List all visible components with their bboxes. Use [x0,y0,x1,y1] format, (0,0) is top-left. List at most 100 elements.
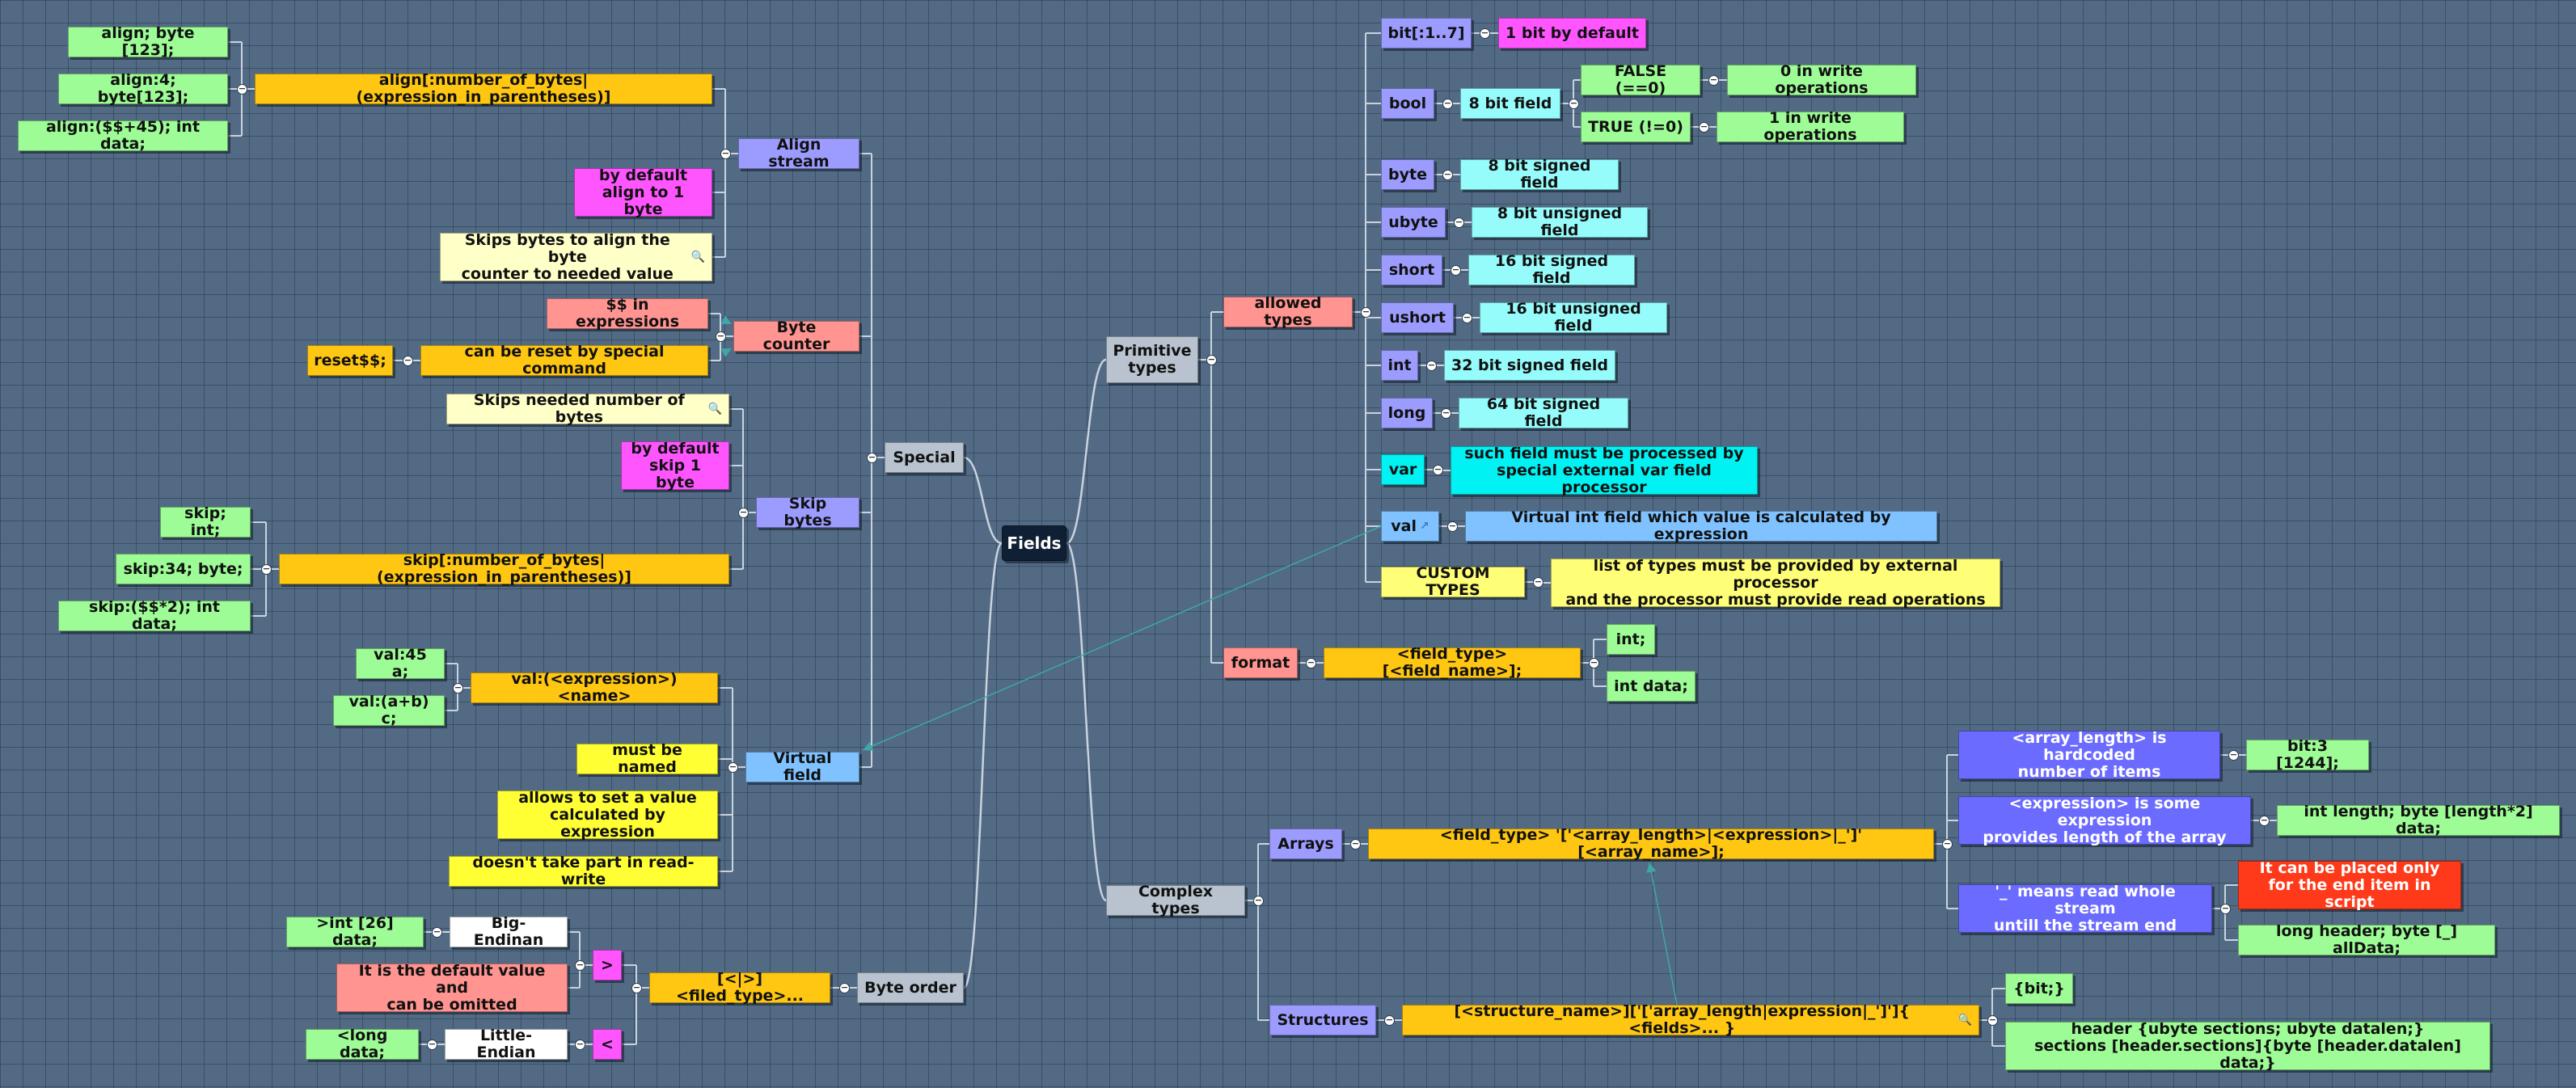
skip-example-2[interactable]: skip:34; byte; [116,554,251,584]
array-stream-note-node[interactable]: It can be placed only for the end item i… [2238,859,2461,910]
big-endian-node[interactable]: Big-Endinan [450,915,568,949]
collapse-toggle-icon[interactable]: − [1447,521,1458,532]
primitive-types-node[interactable]: Primitive types [1106,336,1198,383]
collapse-toggle-icon[interactable]: − [1306,657,1316,668]
collapse-toggle-icon[interactable]: − [575,1039,585,1050]
collapse-toggle-icon[interactable]: − [1433,464,1443,475]
array-expression-example[interactable]: int length; byte [length*2] data; [2277,803,2560,837]
collapse-toggle-icon[interactable]: − [1569,98,1579,109]
bit-desc-node[interactable]: 1 bit by default [1498,18,1646,48]
link-arrow-icon[interactable]: ↗ [1420,519,1429,533]
root-node[interactable]: Fields [1002,525,1066,561]
collapse-toggle-icon[interactable]: − [867,452,877,463]
collapse-toggle-icon[interactable]: − [1442,169,1453,180]
align-example-3[interactable]: align:($$+45); int data; [18,119,228,153]
collapse-toggle-icon[interactable]: − [403,355,413,366]
type-int-node[interactable]: int [1381,350,1418,381]
short-desc-node[interactable]: 16 bit signed field [1468,253,1635,287]
virtual-field-allows-node[interactable]: allows to set a value calculated by expr… [497,789,718,840]
align-example-1[interactable]: align; byte [123]; [68,25,228,59]
skip-example-1[interactable]: skip; int; [160,505,251,539]
virtual-field-syntax-node[interactable]: val:(<expression>) <name> [471,671,718,705]
byte-counter-reset-node[interactable]: can be reset by special command [420,344,708,377]
type-long-node[interactable]: long [1381,398,1433,428]
big-endian-example[interactable]: >int [26] data; [286,915,424,949]
align-desc-node[interactable]: Skips bytes to align the byte counter to… [440,231,712,282]
align-example-2[interactable]: align:4; byte[123]; [58,72,228,106]
collapse-toggle-icon[interactable]: − [2259,815,2270,826]
collapse-toggle-icon[interactable]: − [432,926,442,938]
array-length-example[interactable]: bit:3 [1244]; [2246,738,2369,772]
byte-order-node[interactable]: Byte order [857,972,964,1003]
collapse-toggle-icon[interactable]: − [1361,306,1371,318]
little-endian-symbol-node[interactable]: < [593,1029,622,1060]
collapse-toggle-icon[interactable]: − [1699,121,1709,133]
collapse-toggle-icon[interactable]: − [1451,264,1461,276]
format-node[interactable]: format [1223,647,1298,678]
magnifier-icon[interactable]: 🔍 [707,402,722,415]
struct-example-1[interactable]: {bit;} [2005,973,2073,1004]
format-example-2[interactable]: int data; [1607,671,1696,702]
arrays-node[interactable]: Arrays [1269,829,1342,859]
collapse-toggle-icon[interactable]: − [1589,657,1599,668]
type-val-node[interactable]: val↗ [1381,511,1439,542]
collapse-toggle-icon[interactable]: − [261,563,272,575]
bool-false-node[interactable]: FALSE (==0) [1581,63,1700,97]
collapse-toggle-icon[interactable]: − [1253,895,1264,906]
collapse-toggle-icon[interactable]: − [1426,360,1437,371]
virtual-field-example-2[interactable]: val:(a+b) c; [333,694,445,727]
type-bit-node[interactable]: bit[:1..7] [1381,18,1472,48]
magnifier-icon[interactable]: 🔍 [1957,1013,1972,1027]
byte-counter-expr-node[interactable]: $$ in expressions [547,297,708,331]
bool-true-desc-node[interactable]: 1 in write operations [1717,110,1904,144]
allowed-types-node[interactable]: allowed types [1223,295,1353,329]
default-order-node[interactable]: It is the default value and can be omitt… [336,962,568,1013]
format-example-1[interactable]: int; [1607,624,1655,655]
int-desc-node[interactable]: 32 bit signed field [1444,350,1615,381]
align-stream-node[interactable]: Align stream [738,137,859,171]
collapse-toggle-icon[interactable]: − [1384,1014,1395,1026]
virtual-field-example-1[interactable]: val:45 a; [356,647,445,681]
collapse-toggle-icon[interactable]: − [575,959,585,971]
collapse-toggle-icon[interactable]: − [453,682,463,694]
byte-counter-reset-example[interactable]: reset$$; [307,345,393,376]
type-bool-node[interactable]: bool [1381,88,1434,119]
collapse-toggle-icon[interactable]: − [1533,576,1543,588]
little-endian-example[interactable]: <long data; [306,1027,419,1061]
skip-example-3[interactable]: skip:($$*2); int data; [58,599,251,633]
bool-desc-node[interactable]: 8 bit field [1460,88,1560,119]
collapse-toggle-icon[interactable]: − [237,83,247,95]
structures-node[interactable]: Structures [1269,1005,1376,1035]
type-var-node[interactable]: var [1381,454,1425,485]
type-ushort-node[interactable]: ushort [1381,302,1454,333]
virtual-field-node[interactable]: Virtual field [745,750,859,784]
array-stream-desc-node[interactable]: '_' means read whole stream untill the s… [1958,883,2212,934]
skip-syntax-node[interactable]: skip[:number_of_bytes|(expression_in_par… [279,552,729,586]
complex-types-node[interactable]: Complex types [1106,883,1245,917]
collapse-toggle-icon[interactable]: − [728,761,738,773]
structures-desc-node[interactable]: [<structure_name>]['['array_length|expre… [1402,1003,1979,1037]
type-ubyte-node[interactable]: ubyte [1381,207,1446,238]
big-endian-symbol-node[interactable]: > [593,950,622,980]
magnifier-icon[interactable]: 🔍 [690,250,705,264]
byte-order-syntax-node[interactable]: [<|>]<filed_type>... [649,971,830,1005]
type-short-node[interactable]: short [1381,255,1442,285]
bool-false-desc-node[interactable]: 0 in write operations [1727,63,1916,97]
collapse-toggle-icon[interactable]: − [1708,74,1719,86]
special-node[interactable]: Special [885,442,964,473]
little-endian-node[interactable]: Little-Endian [445,1027,568,1061]
collapse-toggle-icon[interactable]: − [2228,749,2239,761]
arrays-desc-node[interactable]: <field_type> '['<array_length>|<expressi… [1368,827,1934,861]
byte-counter-node[interactable]: Byte counter [733,319,859,353]
collapse-toggle-icon[interactable]: − [1441,407,1451,419]
collapse-toggle-icon[interactable]: − [1480,27,1490,39]
collapse-toggle-icon[interactable]: − [1350,838,1361,850]
collapse-toggle-icon[interactable]: − [1442,98,1453,109]
collapse-toggle-icon[interactable]: − [1462,312,1472,323]
array-length-desc-node[interactable]: <array_length> is hardcoded number of it… [1958,729,2220,780]
format-desc-node[interactable]: <field_type> [<field_name>]; [1324,646,1581,680]
align-default-node[interactable]: by default align to 1 byte [574,167,712,217]
collapse-toggle-icon[interactable]: − [631,982,642,993]
val-desc-node[interactable]: Virtual int field which value is calcula… [1465,509,1937,543]
collapse-toggle-icon[interactable]: − [1206,354,1217,365]
